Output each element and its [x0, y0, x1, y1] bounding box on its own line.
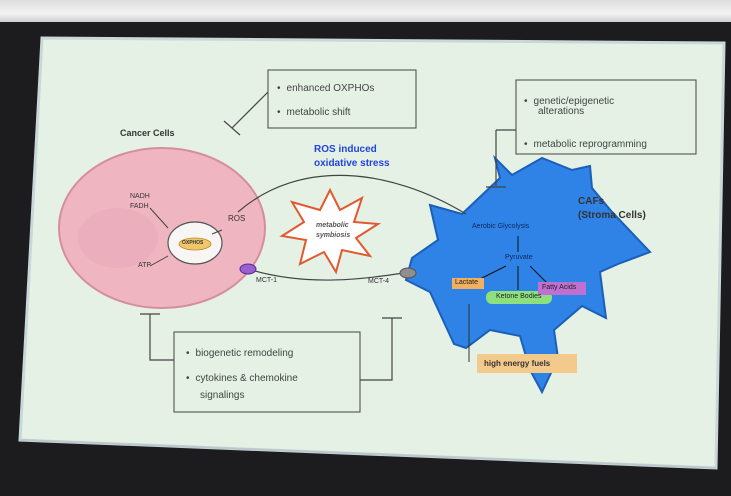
- cancer-cell: [58, 147, 266, 309]
- cancer-box-tbar: [223, 120, 241, 136]
- atp-label: ATP: [138, 262, 152, 269]
- oxphos-ellipse: [178, 237, 212, 251]
- energy-box: [477, 354, 577, 373]
- cafs-title-line-1: CAFs: [578, 196, 605, 207]
- ros-stress-line-2: oxidative stress: [314, 158, 390, 169]
- cafs-info-box: [515, 79, 697, 155]
- lactate-label: Lactate: [455, 279, 478, 286]
- monitor-top-bezel: [0, 0, 731, 22]
- ketone-bodies-label: Ketone Bodies: [496, 293, 542, 300]
- nadh-label: NADH: [130, 193, 150, 200]
- bottom-bracket-left: [149, 314, 174, 361]
- cancer-info-box: [267, 69, 417, 129]
- mct1-transporter: [239, 263, 257, 275]
- mct-transport-line: [247, 268, 411, 281]
- pyruvate-label: Pyruvate: [505, 254, 533, 261]
- fadh-label: FADH: [130, 203, 149, 210]
- bottom-info-box: [173, 331, 361, 413]
- cancer-box-item-1: enhanced OXPHOs: [277, 78, 374, 96]
- lactate-box: [452, 278, 484, 289]
- bottom-box-item-2: cytokines & chemokine: [186, 368, 298, 386]
- mct1-label: MCT-1: [256, 277, 277, 284]
- ros-internal-arrow: [211, 229, 223, 235]
- oxphos-label: OXPHOS: [182, 240, 204, 246]
- ros-arrow: [237, 174, 467, 215]
- fatty-acids-box: [538, 282, 586, 295]
- symbiosis-line-1: metabolic: [316, 222, 349, 229]
- ros-stress-line-1: ROS induced: [314, 144, 377, 155]
- stroma-cell: [404, 154, 652, 395]
- slide-bottom-edge: [19, 439, 717, 469]
- ketone-box: [486, 291, 552, 304]
- bottom-box-item-2-cont: signalings: [200, 390, 245, 401]
- bottom-box-item-1: biogenetic remodeling: [186, 343, 293, 361]
- cafs-box-item-1-cont: alterations: [538, 106, 585, 117]
- nadh-arrow: [149, 207, 169, 229]
- symbiosis-line-2: symbiosis: [316, 232, 351, 239]
- mct4-transporter: [399, 267, 417, 279]
- atp-arrow: [149, 255, 169, 267]
- cancer-box-item-2: metabolic shift: [277, 102, 350, 120]
- symbiosis-starburst: [279, 187, 382, 275]
- cancer-box-connector: [231, 91, 269, 129]
- ros-label: ROS: [228, 214, 246, 223]
- cancer-nucleus: [78, 208, 158, 268]
- pyruvate-to-fatty-arrow: [529, 265, 549, 285]
- mct4-label: MCT-4: [368, 278, 389, 285]
- aerobic-glycolysis-label: Aerobic Glycolysis: [472, 223, 530, 230]
- high-energy-fuels-label: high energy fuels: [484, 359, 551, 368]
- bottom-bracket-right: [360, 318, 393, 381]
- fatty-acids-label: Fatty Acids: [542, 284, 577, 291]
- cafs-box-item-1: genetic/epigenetic: [524, 91, 614, 109]
- cafs-box-item-2: metabolic reprogramming: [524, 134, 647, 152]
- cancer-cells-title: Cancer Cells: [120, 128, 175, 138]
- cafs-title-line-2: (Stroma Cells): [578, 210, 646, 221]
